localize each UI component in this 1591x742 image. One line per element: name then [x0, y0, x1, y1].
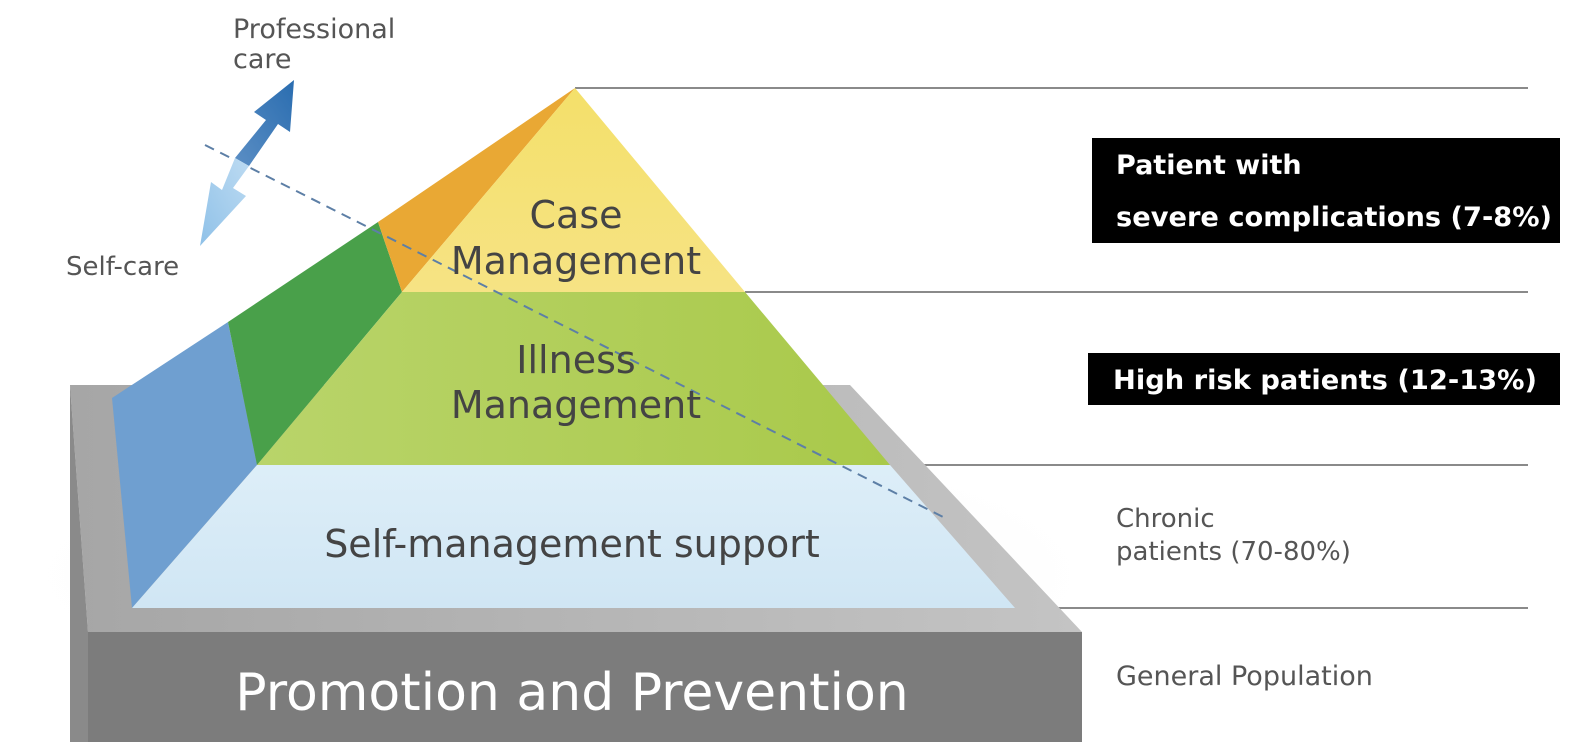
chronic-label-line2: patients (70-80%) — [1116, 537, 1351, 567]
side-face-green — [228, 222, 402, 465]
self-care-label: Self-care — [66, 252, 179, 282]
severe-label-line1: Patient with — [1116, 150, 1302, 181]
level-case-management — [402, 88, 745, 292]
chronic-label-line1: Chronic — [1116, 504, 1215, 534]
illness-management-label-line2: Management — [451, 383, 701, 427]
general-population-label: General Population — [1116, 661, 1373, 692]
care-balance-dashed-line — [204, 144, 946, 519]
base-front-face — [88, 632, 1082, 742]
promotion-and-prevention-label: Promotion and Prevention — [235, 663, 908, 723]
case-management-label-line1: Case — [530, 193, 623, 237]
illness-management-label-line1: Illness — [516, 338, 635, 382]
side-face-blue — [112, 322, 257, 608]
self-management-support-label: Self-management support — [324, 522, 820, 566]
high-risk-label: High risk patients (12-13%) — [1113, 365, 1537, 396]
case-management-label-line2: Management — [451, 239, 701, 283]
professional-care-label-line1: Professional — [233, 14, 395, 45]
base-left-edge — [70, 385, 88, 742]
pyramid-left-side — [112, 88, 575, 608]
high-risk-label-box — [1088, 353, 1560, 405]
severe-label-box — [1092, 138, 1560, 243]
professional-care-arrow-icon — [235, 80, 294, 166]
self-care-arrow-icon — [200, 158, 249, 246]
care-direction-arrows — [200, 80, 294, 246]
level-self-management — [132, 465, 1015, 608]
side-face-orange — [378, 88, 575, 292]
severe-label-line2: severe complications (7-8%) — [1116, 202, 1552, 233]
professional-care-label-line2: care — [233, 44, 292, 75]
pyramid-front — [132, 88, 1015, 608]
level-illness-management — [257, 292, 890, 465]
level-divider-lines — [575, 87, 1528, 609]
